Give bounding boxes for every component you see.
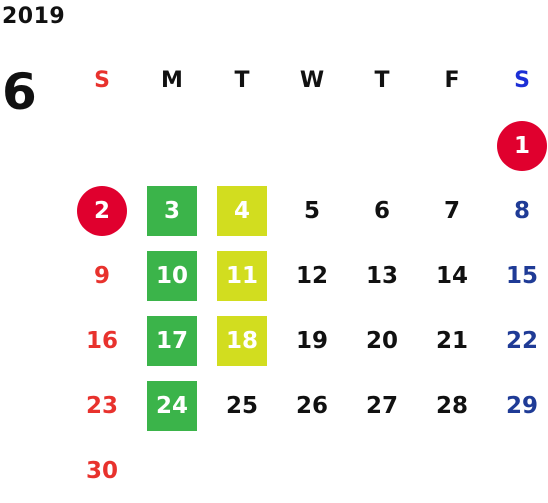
day-cell[interactable]: 8: [487, 178, 548, 243]
day-cell[interactable]: 11: [207, 243, 277, 308]
holiday-day-number: 2: [77, 185, 127, 236]
day-cell[interactable]: 17: [137, 308, 207, 373]
empty-day-cell: [207, 113, 277, 178]
weekday-header: F: [444, 68, 460, 93]
day-cell[interactable]: 7: [417, 178, 487, 243]
day-number: 21: [435, 327, 468, 354]
day-cell[interactable]: 25: [207, 373, 277, 438]
day-number: 30: [85, 457, 118, 484]
empty-day-cell: [277, 438, 347, 503]
day-cell[interactable]: 23: [67, 373, 137, 438]
month-label: 6: [2, 63, 37, 121]
day-cell[interactable]: 10: [137, 243, 207, 308]
green-highlight-day-number: 17: [147, 315, 197, 366]
day-cell[interactable]: 22: [487, 308, 548, 373]
day-cell[interactable]: 30: [67, 438, 137, 503]
empty-day-cell: [347, 113, 417, 178]
weekday-header: W: [299, 68, 325, 93]
green-highlight-day-number: 10: [147, 250, 197, 301]
day-number: 7: [443, 197, 460, 224]
day-number: 28: [435, 392, 468, 419]
empty-day-cell: [487, 438, 548, 503]
day-cell[interactable]: 3: [137, 178, 207, 243]
green-highlight-day-number: 24: [147, 380, 197, 431]
weekday-header: T: [234, 68, 250, 93]
day-number: 20: [365, 327, 398, 354]
day-cell[interactable]: 27: [347, 373, 417, 438]
empty-day-cell: [137, 113, 207, 178]
day-cell[interactable]: 14: [417, 243, 487, 308]
weekday-header: S: [94, 68, 110, 93]
weekday-header: T: [374, 68, 390, 93]
day-number: 27: [365, 392, 398, 419]
empty-day-cell: [207, 438, 277, 503]
empty-day-cell: [67, 113, 137, 178]
day-number: 22: [505, 327, 538, 354]
day-cell[interactable]: 1: [487, 113, 548, 178]
yellow-highlight-day-number: 4: [217, 185, 267, 236]
day-cell[interactable]: 2: [67, 178, 137, 243]
day-number: 8: [513, 197, 530, 224]
day-cell[interactable]: 19: [277, 308, 347, 373]
empty-day-cell: [347, 438, 417, 503]
day-number: 26: [295, 392, 328, 419]
day-cell[interactable]: 26: [277, 373, 347, 438]
day-cell[interactable]: 20: [347, 308, 417, 373]
day-number: 19: [295, 327, 328, 354]
day-number: 16: [85, 327, 118, 354]
day-cell[interactable]: 15: [487, 243, 548, 308]
day-number: 6: [373, 197, 390, 224]
day-cell[interactable]: 4: [207, 178, 277, 243]
weekday-header: S: [514, 68, 530, 93]
day-number: 25: [225, 392, 258, 419]
day-number: 29: [505, 392, 538, 419]
day-number: 9: [93, 262, 110, 289]
empty-day-cell: [137, 438, 207, 503]
day-cell[interactable]: 18: [207, 308, 277, 373]
empty-day-cell: [417, 113, 487, 178]
yellow-highlight-day-number: 18: [217, 315, 267, 366]
green-highlight-day-number: 3: [147, 185, 197, 236]
day-number: 13: [365, 262, 398, 289]
day-number: 12: [295, 262, 328, 289]
empty-day-cell: [417, 438, 487, 503]
day-number: 14: [435, 262, 468, 289]
day-number: 15: [505, 262, 538, 289]
holiday-day-number: 1: [497, 120, 547, 171]
day-number: 23: [85, 392, 118, 419]
day-cell[interactable]: 6: [347, 178, 417, 243]
day-cell[interactable]: 13: [347, 243, 417, 308]
day-cell[interactable]: 9: [67, 243, 137, 308]
weekday-header: M: [161, 68, 183, 93]
yellow-highlight-day-number: 11: [217, 250, 267, 301]
day-cell[interactable]: 16: [67, 308, 137, 373]
empty-day-cell: [277, 113, 347, 178]
day-cell[interactable]: 21: [417, 308, 487, 373]
year-label: 2019: [2, 4, 66, 29]
day-cell[interactable]: 24: [137, 373, 207, 438]
day-cell[interactable]: 12: [277, 243, 347, 308]
day-number: 5: [303, 197, 320, 224]
day-cell[interactable]: 5: [277, 178, 347, 243]
day-cell[interactable]: 28: [417, 373, 487, 438]
day-cell[interactable]: 29: [487, 373, 548, 438]
